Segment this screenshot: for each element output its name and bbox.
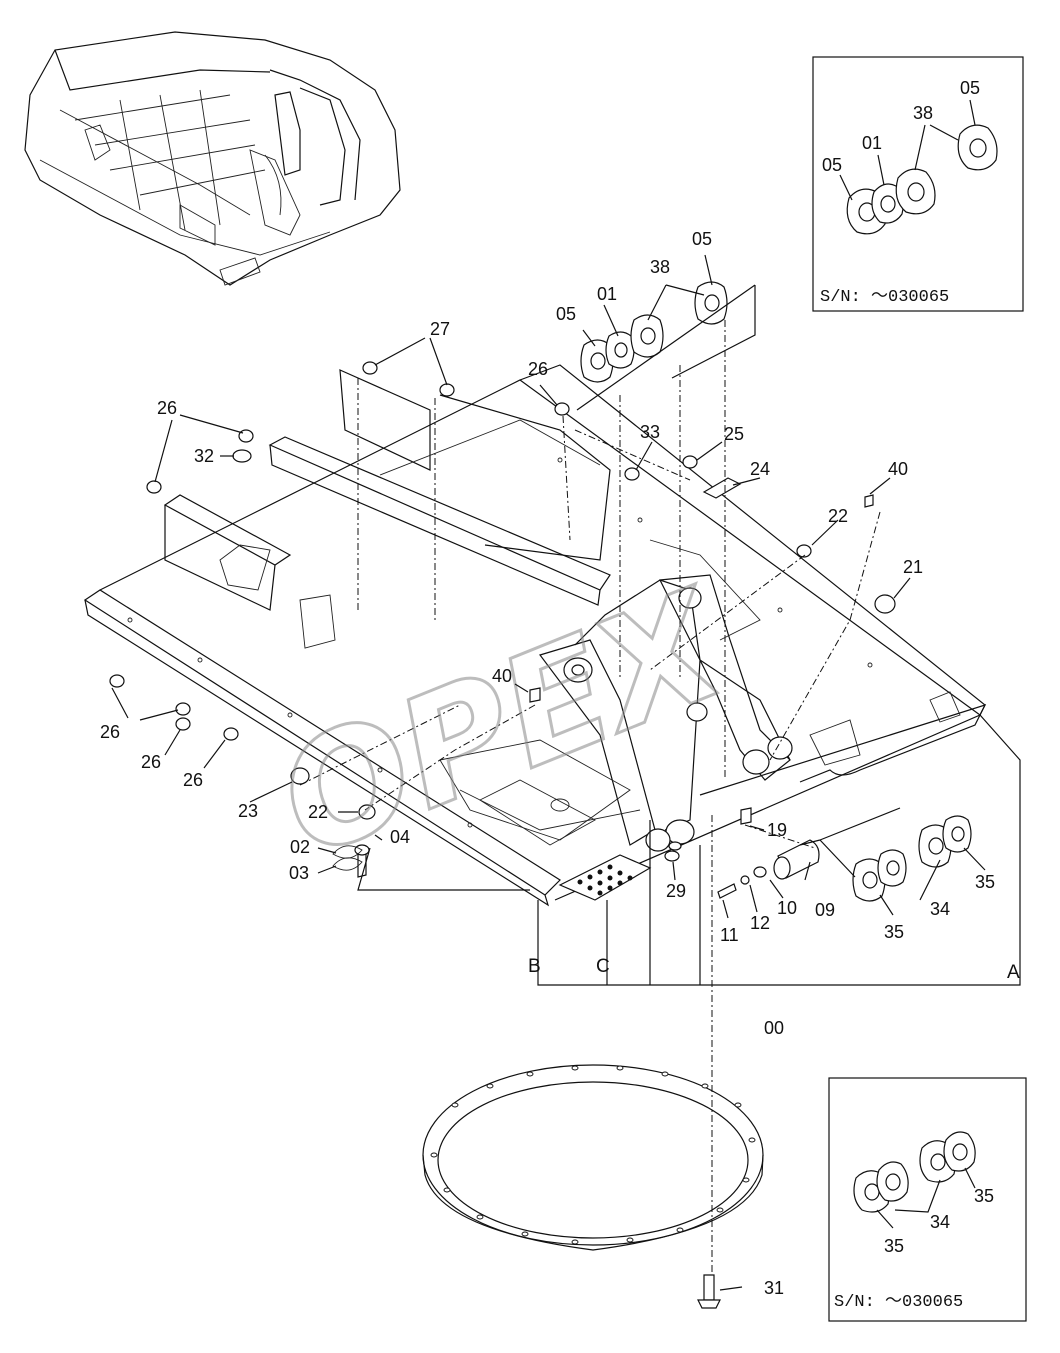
- callout-26-d: 26: [141, 752, 161, 772]
- plug-21: [874, 594, 896, 614]
- grommet-24: [702, 477, 742, 499]
- bolt-31: [697, 1274, 721, 1309]
- grommet-32: [232, 449, 252, 463]
- callout-22-a: 22: [828, 506, 848, 526]
- callout-25: 25: [724, 424, 744, 444]
- inset-bottom-label-35a: 35: [884, 1236, 904, 1256]
- callout-29: 29: [666, 881, 686, 901]
- callout-03: 03: [289, 863, 309, 883]
- inset-bottom-label-35b: 35: [974, 1186, 994, 1206]
- inset-top-label-05b: 05: [960, 78, 980, 98]
- callout-34: 34: [930, 899, 950, 919]
- inset-bottom-label-34: 34: [930, 1212, 950, 1232]
- plug-27a: [362, 361, 378, 375]
- callout-05-b: 05: [692, 229, 712, 249]
- callout-33: 33: [640, 422, 660, 442]
- swing-bearing-ring: [422, 1064, 764, 1251]
- inset-top-label-05a: 05: [822, 155, 842, 175]
- inset-top-label-38: 38: [913, 103, 933, 123]
- plug-27b: [439, 383, 455, 397]
- serial-inset-bottom: 35 34 35 S/N: ～030065: [828, 1077, 1027, 1322]
- plug-23: [290, 767, 310, 785]
- bolt-29: [664, 850, 680, 862]
- callout-00: 00: [764, 1018, 784, 1038]
- callout-02: 02: [290, 837, 310, 857]
- callout-10: 10: [777, 898, 797, 918]
- plug-22-upper: [796, 544, 812, 558]
- callout-26-a: 26: [157, 398, 177, 418]
- callout-23: 23: [238, 801, 258, 821]
- callout-35-b: 35: [975, 872, 995, 892]
- shims-upper-group: [580, 281, 728, 383]
- pin-19: [740, 807, 752, 825]
- plug-26-left: [238, 429, 254, 443]
- callout-32: 32: [194, 446, 214, 466]
- callout-04: 04: [390, 827, 410, 847]
- inset-bottom-serial: S/N: ～030065: [834, 1293, 963, 1312]
- plug-26-side: [146, 480, 162, 494]
- serial-inset-top: 05 01 38 05 S/N: ～030065: [812, 56, 1024, 312]
- inset-shims-top: [846, 124, 998, 235]
- callout-21: 21: [903, 557, 923, 577]
- callout-05-a: 05: [556, 304, 576, 324]
- plug-26-front-b: [175, 702, 191, 716]
- callout-38: 38: [650, 257, 670, 277]
- plug-26-front-d: [223, 727, 239, 741]
- leader-lines: [111, 254, 1021, 1291]
- excavator-overview-illustration: [24, 31, 401, 286]
- inset-top-label-01: 01: [862, 133, 882, 153]
- callout-40-a: 40: [888, 459, 908, 479]
- plug-26-top: [554, 402, 570, 416]
- shims-lower-group: [852, 815, 972, 902]
- callout-26-e: 26: [183, 770, 203, 790]
- callout-01: 01: [597, 284, 617, 304]
- callout-C: C: [596, 956, 610, 977]
- plug-26-front-c: [175, 717, 191, 731]
- plug-33: [624, 467, 640, 481]
- callout-09: 09: [815, 900, 835, 920]
- callout-35-a: 35: [884, 922, 904, 942]
- pin-40-lower: [529, 687, 541, 703]
- callout-31: 31: [764, 1278, 784, 1298]
- callout-40-b: 40: [492, 666, 512, 686]
- callout-B: B: [528, 956, 541, 977]
- plug-26-front-a: [109, 674, 125, 688]
- pin-40-upper: [864, 494, 874, 508]
- callout-24: 24: [750, 459, 770, 479]
- callout-22-b: 22: [308, 802, 328, 822]
- callout-19: 19: [767, 820, 787, 840]
- callout-12: 12: [750, 913, 770, 933]
- callout-A: A: [1007, 962, 1020, 983]
- callout-11: 11: [720, 925, 739, 945]
- main-frame-illustration: [83, 281, 987, 1290]
- callout-27: 27: [430, 319, 450, 339]
- plug-22-lower: [358, 804, 376, 820]
- inset-top-serial: S/N: ～030065: [820, 288, 949, 307]
- pin-assembly: [717, 839, 820, 899]
- plug-25: [682, 455, 698, 469]
- callout-26-c: 26: [100, 722, 120, 742]
- callout-26-b: 26: [528, 359, 548, 379]
